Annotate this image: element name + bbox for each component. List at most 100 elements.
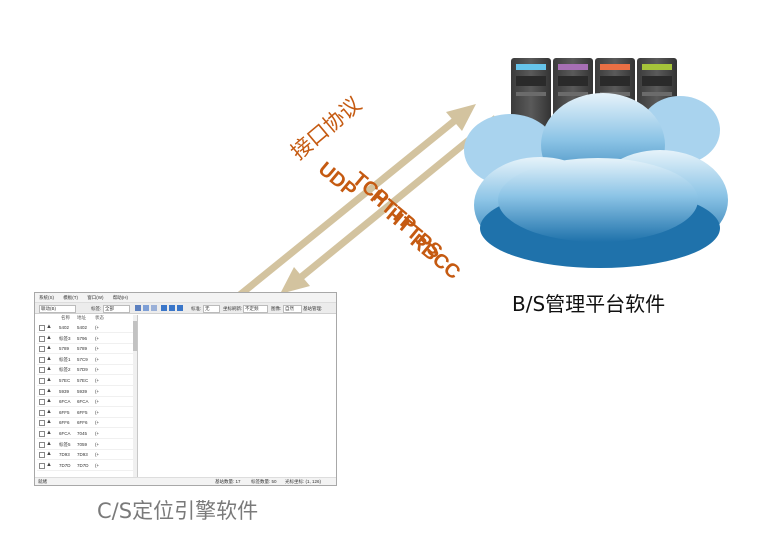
list-item[interactable]: ▲ 6FF5 6FF5 (+: [37, 408, 133, 418]
antenna-icon: ▲: [46, 408, 52, 415]
list-header: 名称 地址 状态: [37, 315, 137, 321]
status-bar: 就绪 基站数量: 17 标签数量: 50 光标坐标: (1, 126): [35, 477, 336, 485]
row-addr: 57EC: [77, 378, 89, 383]
row-addr: 5402: [77, 325, 88, 330]
row-checkbox[interactable]: [39, 441, 45, 448]
row-addr: 7045: [77, 431, 88, 436]
list-item[interactable]: ▲ 5789 5789 (+: [37, 344, 133, 355]
row-checkbox[interactable]: [39, 346, 45, 353]
row-name: 7D7D: [59, 462, 71, 468]
row-addr: 5789: [77, 346, 88, 352]
list-scrollbar[interactable]: [133, 315, 137, 477]
row-name: 6FCA: [59, 431, 71, 436]
cloud-icon: [464, 93, 728, 268]
row-addr: 7059: [77, 441, 88, 447]
row-checkbox[interactable]: [39, 399, 45, 406]
label-col: 标准:: [191, 306, 202, 311]
row-checkbox[interactable]: [39, 325, 45, 331]
status-coords: 光标坐标: (1, 126): [285, 479, 322, 484]
row-addr: 7D93: [77, 452, 88, 458]
row-state: (+: [95, 420, 100, 426]
row-checkbox[interactable]: [39, 431, 45, 437]
cs-engine-caption: C/S定位引擎软件: [97, 499, 259, 523]
row-addr: 6FF5: [77, 409, 88, 415]
stop-button[interactable]: [177, 305, 183, 311]
row-state: (+: [95, 378, 100, 383]
row-state: (+: [95, 431, 100, 436]
row-name: 5789: [59, 346, 70, 352]
antenna-icon: ▲: [46, 345, 52, 352]
row-state: (+: [95, 356, 100, 362]
row-state: (+: [95, 325, 100, 330]
menu-window[interactable]: 窗口(W): [87, 295, 104, 300]
row-name: 标签3: [59, 335, 71, 341]
row-addr: 6FCA: [77, 399, 89, 405]
row-checkbox[interactable]: [39, 367, 45, 374]
menu-template[interactable]: 模板(T): [63, 295, 79, 300]
row-state: (+: [95, 452, 100, 458]
row-addr: 5939: [77, 388, 88, 394]
row-name: 标签2: [59, 367, 71, 373]
menu-system[interactable]: 系统(S): [39, 295, 54, 300]
row-state: (+: [95, 388, 100, 394]
scrollbar-thumb[interactable]: [133, 321, 137, 351]
label-img: 图像:: [271, 306, 282, 311]
row-state: (+: [95, 409, 100, 415]
arrow-down-to-cs: [280, 115, 499, 294]
row-addr: 57D9: [77, 367, 88, 373]
status-ready: 就绪: [38, 479, 47, 484]
row-checkbox[interactable]: [39, 378, 45, 384]
row-state: (+: [95, 462, 100, 468]
header-addr: 地址: [77, 315, 86, 320]
status-tags: 标签数量: 50: [251, 479, 277, 484]
img-select[interactable]: 自然: [283, 305, 302, 313]
row-checkbox[interactable]: [39, 462, 45, 469]
row-state: (+: [95, 335, 100, 341]
row-checkbox[interactable]: [39, 388, 45, 395]
row-checkbox[interactable]: [39, 420, 45, 427]
link-select[interactable]: 联动(B): [39, 305, 76, 313]
label-type: 标签:: [91, 306, 102, 311]
cs-software-window: 系统(S) 模板(T) 窗口(W) 帮助(H) 联动(B) 标签: 全部 标准:…: [34, 292, 337, 486]
row-checkbox[interactable]: [39, 335, 45, 342]
row-state: (+: [95, 346, 100, 352]
tool-button-2[interactable]: [143, 305, 149, 311]
row-state: (+: [95, 441, 100, 447]
antenna-icon: ▲: [46, 387, 52, 394]
tool-button-1[interactable]: [135, 305, 141, 311]
header-name: 名称: [61, 315, 70, 320]
std-select[interactable]: 无: [203, 305, 220, 313]
label-rate: 坐标刷新:: [223, 306, 243, 311]
label-base: 基站管理:: [303, 306, 323, 311]
row-checkbox[interactable]: [39, 452, 45, 459]
rate-select[interactable]: 不定频: [243, 305, 268, 313]
row-name: 标签1: [59, 356, 71, 362]
row-checkbox[interactable]: [39, 409, 45, 416]
pause-button[interactable]: [169, 305, 175, 311]
row-name: 6FF6: [59, 420, 70, 426]
row-checkbox[interactable]: [39, 356, 45, 363]
play-button[interactable]: [161, 305, 167, 311]
menu-help[interactable]: 帮助(H): [112, 295, 129, 300]
antenna-icon: ▲: [46, 451, 52, 458]
tool-button-3[interactable]: [151, 305, 157, 311]
row-name: 6FF5: [59, 409, 70, 415]
antenna-icon: ▲: [46, 334, 52, 341]
row-name: 57EC: [59, 378, 71, 383]
type-select[interactable]: 全部: [103, 305, 130, 313]
row-name: 标签5: [59, 441, 71, 447]
